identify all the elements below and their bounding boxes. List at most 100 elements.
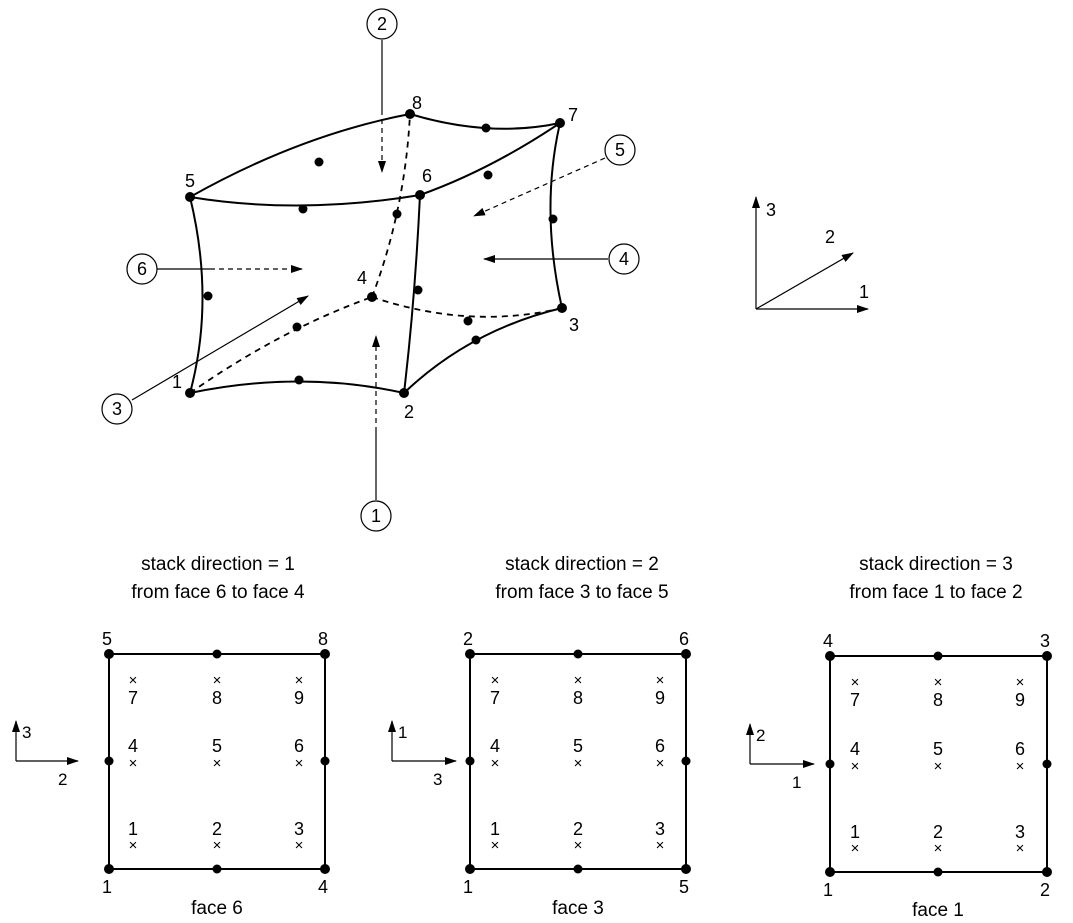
face-label: face 1 [912,900,964,921]
line-segment [219,295,309,349]
midside-node [298,204,308,214]
node-dot [212,864,222,874]
hidden-edge-4-3 [371,296,563,318]
integration-point-label: 1 [850,822,860,842]
corner-label: 1 [102,877,112,897]
corner-node [557,303,567,313]
integration-point-label: 6 [294,736,304,756]
hidden-edge-1-4 [189,296,373,394]
corner-node [415,190,425,200]
integration-point-mark: × [1016,674,1025,691]
integration-point-label: 2 [933,822,943,842]
corner-label: 1 [172,372,182,392]
local-axis-h-label: 1 [792,773,801,792]
midside-node [548,214,558,224]
integration-point-label: 2 [212,819,222,839]
integration-point-label: 1 [128,819,138,839]
integration-point-mark: × [491,755,500,772]
node-dot [933,867,943,877]
midside-node [471,335,481,345]
integration-point-label: 9 [1015,690,1025,710]
midside-node [294,375,304,385]
integration-point-mark: × [656,672,665,689]
node-dot [320,864,330,874]
node-dot [573,864,583,874]
integration-point-label: 8 [573,688,583,708]
integration-point-mark: × [295,672,304,689]
corner-label: 2 [463,629,473,649]
integration-point-label: 3 [112,399,122,419]
face-label: face 6 [191,898,243,919]
edge-6-7 [419,122,561,196]
corner-label: 6 [422,166,432,186]
midside-node [314,157,324,167]
integration-point-label: 6 [655,736,665,756]
integration-point-mark: × [491,672,500,689]
integration-point-label: 5 [212,736,222,756]
corner-label: 3 [1040,631,1050,651]
node-dot [825,651,835,661]
node-dot [126,253,158,285]
integration-point-label: 7 [128,688,138,708]
node-dot [573,649,583,659]
corner-label: 4 [357,268,367,288]
node-dot [320,649,330,659]
corner-label: 6 [679,629,689,649]
element-nodes [185,109,567,398]
integration-point-mark: × [213,837,222,854]
midside-node [392,209,402,219]
integration-point-mark: × [851,674,860,691]
corner-label: 7 [568,105,578,125]
panel-caption-line2: from face 3 to face 5 [495,582,668,603]
corner-label: 4 [823,631,833,651]
stack-panel-3: stack direction = 3 from face 1 to face … [746,554,1052,921]
node-dot [104,756,114,766]
integration-point-mark: × [213,755,222,772]
line-segment [473,157,606,217]
midside-node [203,291,213,301]
integration-point-label: 7 [490,688,500,708]
local-axis-h-label: 3 [433,770,442,789]
line-segment [755,252,854,310]
node-dot [825,759,835,769]
coordinate-triad: 1 2 3 [752,196,869,313]
integration-point-label: 5 [933,739,943,759]
panel-caption-line1: stack direction = 3 [859,554,1013,575]
integration-point-label: 9 [294,688,304,708]
node-dot [681,756,691,766]
corner-labels: 1 2 3 4 5 6 7 8 [172,93,579,422]
integration-point-mark: × [656,837,665,854]
edge-6-2 [403,194,421,394]
panel-caption-line2: from face 1 to face 2 [849,582,1022,603]
integration-point-label: 8 [212,688,222,708]
integration-point-label: 5 [615,140,625,160]
integration-point-mark: × [295,755,304,772]
integration-point-label: 1 [371,506,381,526]
face-marker-1: 1 [360,335,392,532]
corner-node [405,109,415,119]
local-axis-h-label: 2 [58,770,67,789]
integration-point-mark: × [295,837,304,854]
integration-point-label: 2 [377,14,387,34]
integration-point-label: 5 [573,736,583,756]
integration-point-mark: × [129,837,138,854]
face-markers: 1 2 3 4 5 [101,8,640,532]
integration-point-label: 6 [137,259,147,279]
edge-3-7 [549,122,563,309]
node-dot [825,867,835,877]
corner-label: 8 [318,629,328,649]
hexahedron-element [189,113,563,394]
corner-label: 5 [102,629,112,649]
midside-node [483,170,493,180]
integration-point-label: 3 [1015,822,1025,842]
integration-point-mark: × [491,837,500,854]
integration-point-label: 3 [294,819,304,839]
face-marker-3: 3 [101,295,309,425]
node-dot [320,756,330,766]
corner-node [399,388,409,398]
edge-5-6 [189,194,421,207]
edge-8-5 [189,113,411,198]
node-dot [1042,867,1052,877]
node-dot [608,243,640,275]
triad-axis-2-label: 2 [825,227,835,247]
